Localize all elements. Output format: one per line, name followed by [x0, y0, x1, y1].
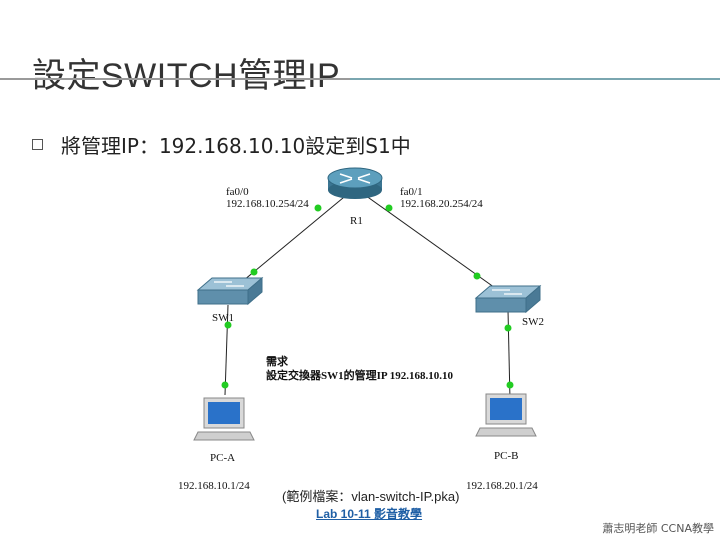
slide-title: 設定SWITCH管理IP	[32, 57, 341, 95]
sw1-name-label: SW1	[212, 312, 234, 324]
fa01-label: fa0/1	[400, 186, 423, 198]
footer-credit: 蕭志明老師 CCNA教學	[602, 522, 714, 535]
link-status-dots	[221, 204, 514, 389]
link-dot	[385, 204, 393, 212]
link-dot	[250, 268, 258, 276]
link-sw1-pca	[224, 304, 229, 396]
router-icon[interactable]	[327, 167, 383, 199]
link-dot	[473, 272, 481, 280]
bullet-item: 將管理IP：192.168.10.10設定到S1中	[32, 130, 411, 159]
link-dot	[314, 204, 322, 212]
fa01-ip-label: 192.168.20.254/24	[400, 198, 483, 210]
title-divider-teal	[350, 78, 720, 80]
link-dot	[506, 381, 514, 389]
pc-a-icon[interactable]	[193, 397, 255, 441]
router-name-label: R1	[350, 215, 363, 227]
title-divider	[0, 78, 720, 80]
pc-b-name-label: PC-B	[494, 450, 519, 462]
bullet-square-icon	[32, 139, 43, 150]
pc-a-name-label: PC-A	[210, 452, 236, 464]
link-dot	[224, 321, 232, 329]
lab-video-link[interactable]: Lab 10-11 影音教學	[316, 507, 423, 521]
requirement-text: 設定交換器SW1的管理IP 192.168.10.10	[266, 370, 454, 382]
fa00-label: fa0/0	[226, 186, 249, 198]
fa00-ip-label: 192.168.10.254/24	[226, 198, 309, 210]
example-file-caption: (範例檔案：vlan-switch-IP.pka)	[282, 489, 460, 504]
pc-a-ip-label: 192.168.10.1/24	[178, 480, 250, 492]
sw2-name-label: SW2	[522, 316, 544, 328]
title-divider-gray	[0, 78, 350, 80]
requirement-heading: 需求	[266, 356, 288, 368]
pc-b-ip-label: 192.168.20.1/24	[466, 480, 538, 492]
link-dot	[221, 381, 229, 389]
switch-sw1-icon[interactable]	[196, 276, 264, 306]
bullet-text: 將管理IP：192.168.10.10設定到S1中	[61, 134, 411, 158]
link-dot	[504, 324, 512, 332]
switch-sw2-icon[interactable]	[474, 284, 542, 314]
pc-b-icon[interactable]	[475, 393, 537, 437]
